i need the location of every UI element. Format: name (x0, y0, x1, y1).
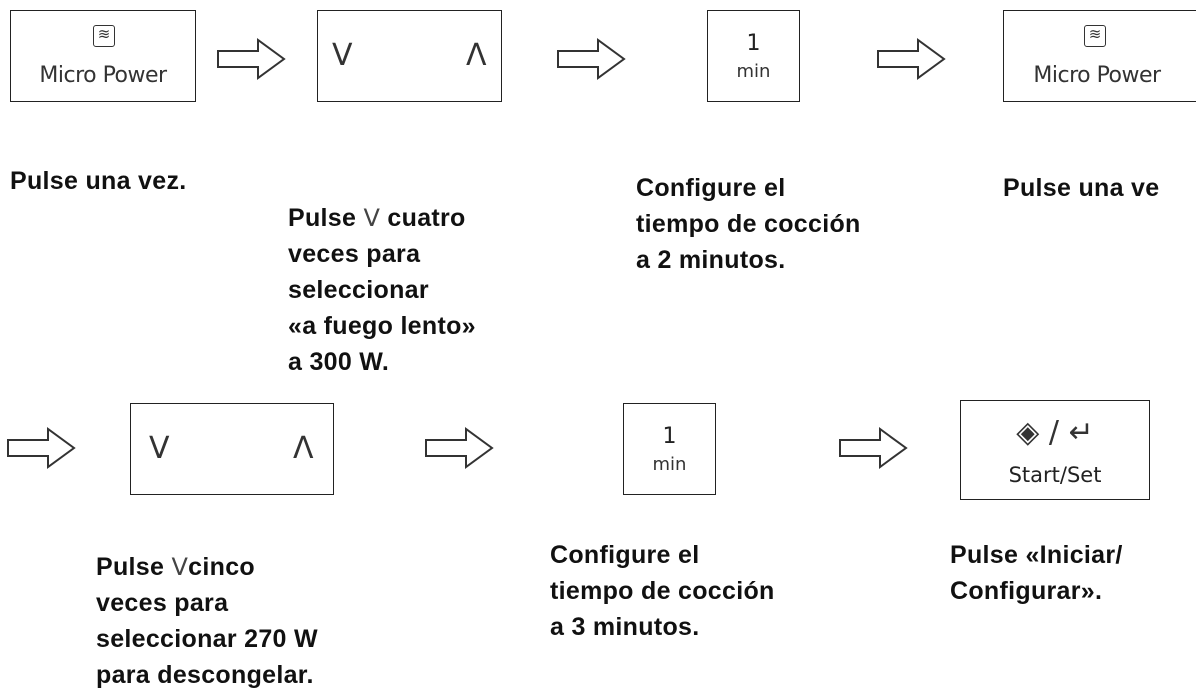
chevron-up-icon: Λ (293, 431, 314, 466)
microwave-wave-icon: ≋ (1084, 25, 1106, 47)
chevron-down-icon: V (171, 553, 189, 581)
step3-caption: Configure el tiempo de cocción a 2 minut… (636, 174, 861, 274)
right-arrow-icon (216, 38, 286, 80)
right-arrow-icon (556, 38, 626, 80)
chevron-down-icon: V (149, 431, 170, 466)
up-down-button[interactable]: V Λ (317, 10, 502, 102)
up-down-button[interactable]: V Λ (130, 403, 334, 495)
right-arrow-icon (6, 427, 76, 469)
chevron-down-icon: V (332, 38, 353, 73)
one-min-unit: min (652, 454, 687, 475)
right-arrow-icon (838, 427, 908, 469)
slash-separator: / (1048, 415, 1060, 450)
chevron-down-icon: V (363, 204, 381, 232)
step4-caption: Pulse una ve (1003, 174, 1160, 202)
micro-power-button[interactable]: ≋ Micro Power (10, 10, 196, 102)
start-diamond-icon: ◈ (1016, 415, 1040, 450)
step2-caption: Pulse V cuatro veces para seleccionar «a… (288, 204, 476, 376)
one-min-number: 1 (746, 31, 761, 56)
micro-power-label: Micro Power (39, 63, 167, 88)
microwave-wave-icon: ≋ (93, 25, 115, 47)
one-min-unit: min (736, 61, 771, 82)
start-set-symbols: ◈ / ↵ (961, 415, 1149, 450)
micro-power-button[interactable]: ≋ Micro Power (1003, 10, 1196, 102)
one-min-button[interactable]: 1 min (623, 403, 716, 495)
step1-caption: Pulse una vez. (10, 167, 187, 195)
step7-caption: Pulse «Iniciar/ Configurar». (950, 541, 1123, 605)
start-set-label: Start/Set (1008, 463, 1102, 487)
micro-power-label: Micro Power (1033, 63, 1161, 88)
one-min-button[interactable]: 1 min (707, 10, 800, 102)
chevron-up-icon: Λ (466, 38, 487, 73)
right-arrow-icon (424, 427, 494, 469)
right-arrow-icon (876, 38, 946, 80)
step5-caption: Pulse Vcinco veces para seleccionar 270 … (96, 553, 318, 689)
enter-return-icon: ↵ (1068, 415, 1094, 450)
step6-caption: Configure el tiempo de cocción a 3 minut… (550, 541, 775, 641)
one-min-number: 1 (662, 424, 677, 449)
start-set-button[interactable]: ◈ / ↵ Start/Set (960, 400, 1150, 500)
